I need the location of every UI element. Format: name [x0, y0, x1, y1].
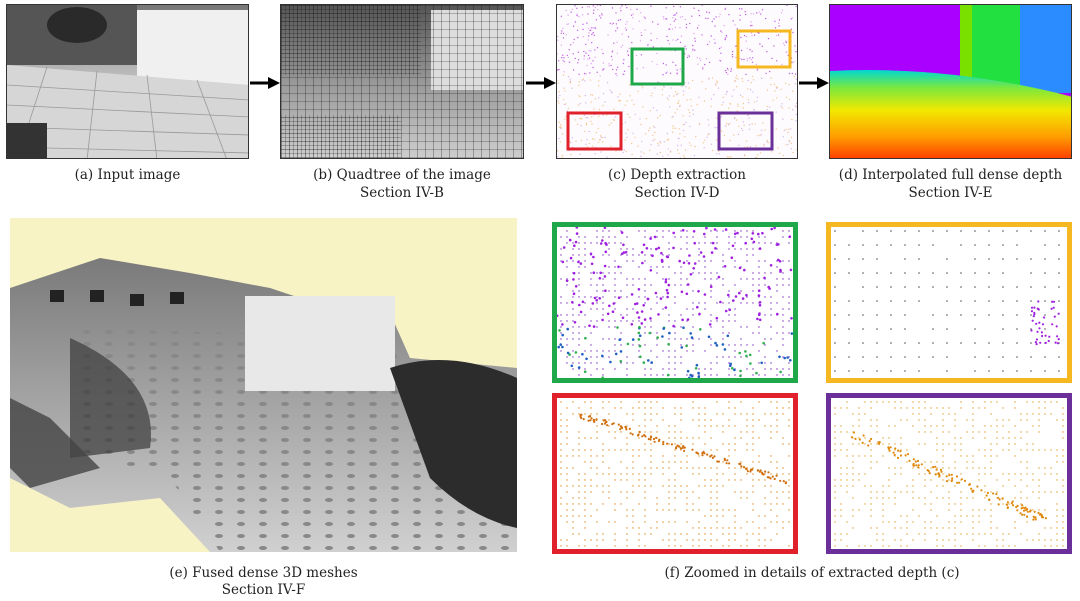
red-highlight-box	[566, 111, 623, 151]
fused-mesh-image	[10, 218, 517, 552]
quadtree-image	[280, 4, 524, 159]
caption-a: (a) Input image	[74, 167, 181, 183]
depth-extraction-image	[556, 4, 798, 159]
caption-c: (c) Depth extraction	[608, 167, 746, 183]
caption-f: (f) Zoomed in details of extracted depth…	[664, 565, 960, 581]
zoom-purple	[826, 393, 1072, 554]
dense-depth-image	[829, 4, 1072, 159]
arrow-right-icon	[526, 77, 556, 89]
green-highlight-box	[630, 47, 685, 86]
section-b: Section IV-B	[360, 185, 444, 201]
section-d: Section IV-E	[908, 185, 993, 201]
input-image	[6, 4, 249, 159]
section-c: Section IV-D	[634, 185, 720, 201]
arrow-right-icon	[799, 77, 829, 89]
section-e: Section IV-F	[221, 582, 306, 598]
caption-d: (d) Interpolated full dense depth	[838, 167, 1063, 183]
zoom-yellow	[826, 222, 1072, 383]
purple-highlight-box	[717, 111, 774, 151]
caption-b: (b) Quadtree of the image	[313, 167, 491, 183]
arrow-right-icon	[250, 77, 280, 89]
yellow-highlight-box	[736, 29, 792, 69]
zoom-red	[552, 393, 798, 554]
caption-e: (e) Fused dense 3D meshes	[169, 565, 358, 581]
zoom-green	[552, 222, 798, 383]
